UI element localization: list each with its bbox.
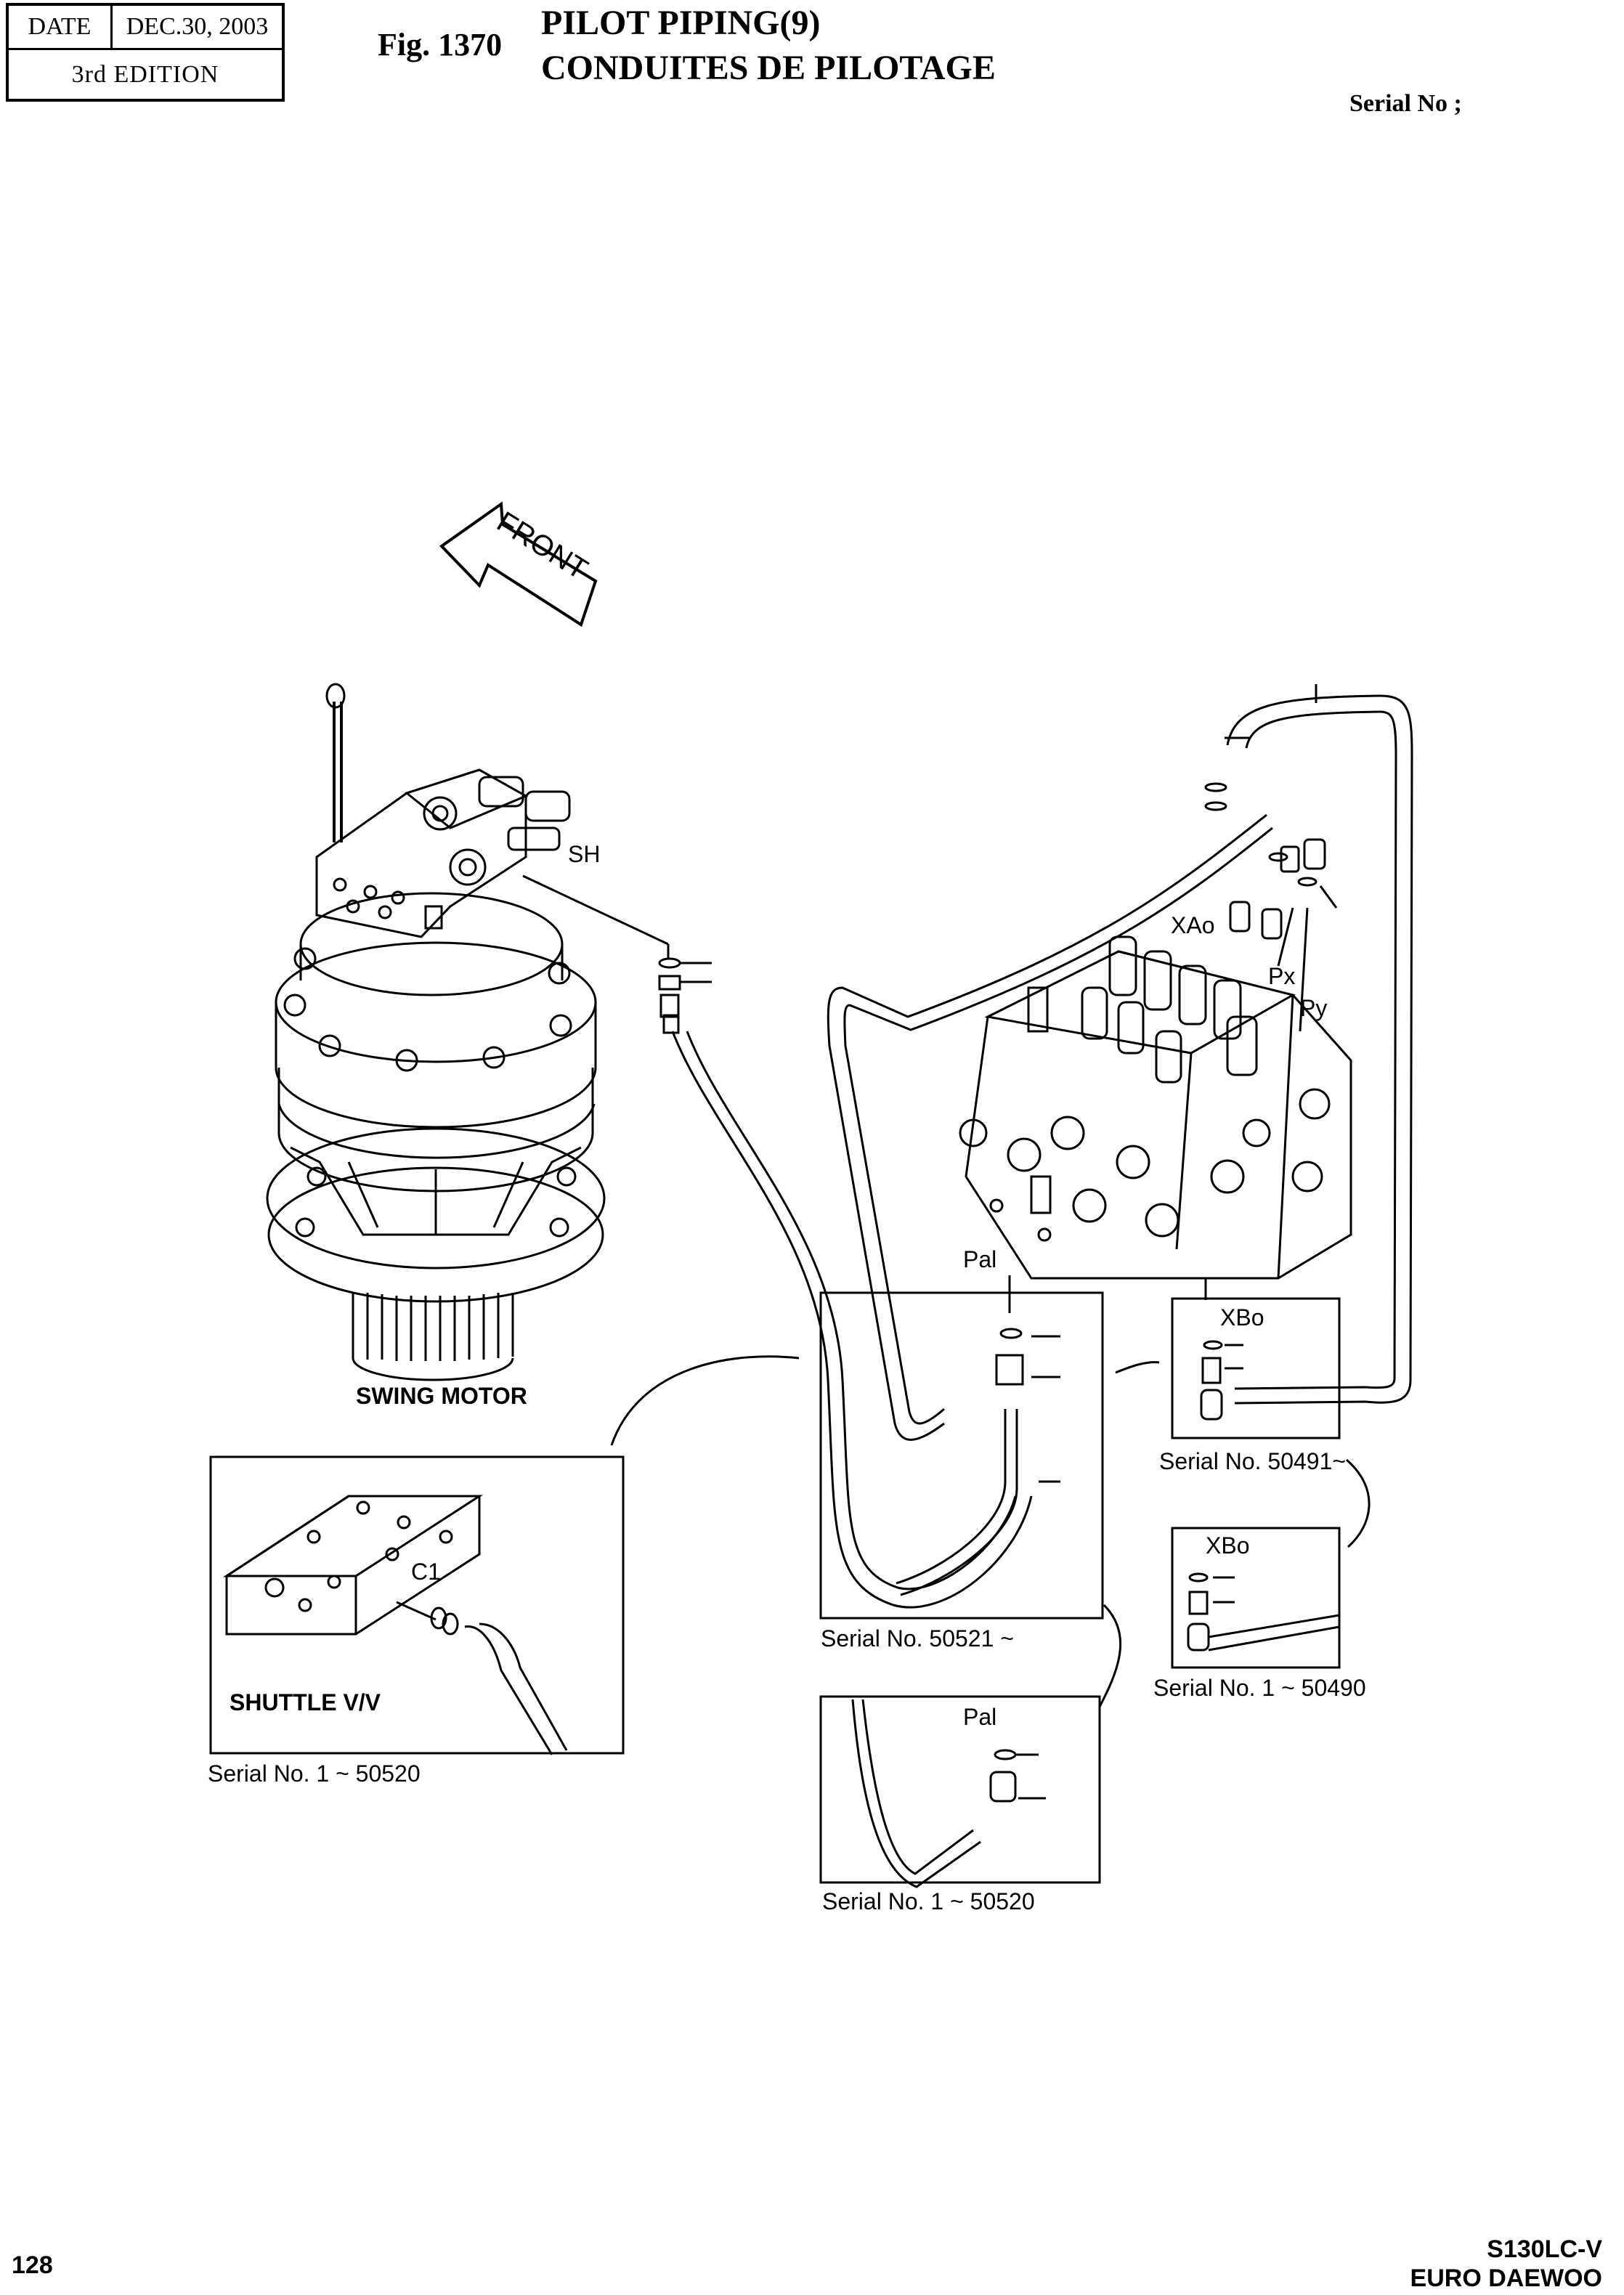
- brand-name: EURO DAEWOO: [1410, 2264, 1602, 2292]
- sh-hose-drawing: [658, 957, 1033, 1609]
- xao-hose-drawing: [827, 684, 1413, 1441]
- port-label-pal-inset: Pal: [963, 1704, 997, 1730]
- port-label-xbo-inset: XBo: [1206, 1532, 1250, 1559]
- front-arrow-icon: FRONT: [439, 501, 598, 627]
- shuttle-valve-label: SHUTTLE V/V: [230, 1689, 381, 1715]
- port-label-py: Py: [1300, 995, 1328, 1021]
- figure-number: Fig. 1370: [378, 27, 503, 62]
- serial-note-xbo-small: Serial No. 1 ~ 50490: [1153, 1675, 1366, 1701]
- serial-note-pal-main: Serial No. 50521 ~: [821, 1625, 1014, 1652]
- model-name: S130LC-V: [1487, 2235, 1602, 2263]
- pal-small-inset: [819, 1695, 1101, 1888]
- port-label-xao: XAo: [1171, 912, 1215, 938]
- xbo-small-inset: [1171, 1527, 1341, 1669]
- pal-main-inset: [819, 1291, 1160, 1707]
- serial-note-shuttle: Serial No. 1 ~ 50520: [208, 1760, 421, 1787]
- port-label-xbo: XBo: [1220, 1304, 1264, 1331]
- page-subtitle: CONDUITES DE PILOTAGE: [541, 49, 996, 87]
- swing-motor-label: SWING MOTOR: [356, 1383, 527, 1409]
- port-label-pal: Pal: [963, 1246, 997, 1272]
- date-row: [9, 6, 282, 50]
- edition-info-box: DATE DEC.30, 2003 3rd EDITION: [6, 3, 285, 102]
- swing-motor-drawing: [266, 683, 670, 1381]
- serial-number-label: Serial No ;: [1349, 90, 1462, 117]
- port-label-c1: C1: [411, 1559, 441, 1585]
- shuttle-valve-inset: [209, 1355, 800, 1755]
- port-label-sh: SH: [568, 841, 601, 867]
- date-value: DEC.30, 2003: [126, 13, 269, 40]
- port-label-px: Px: [1268, 963, 1296, 989]
- serial-note-xbo-main: Serial No. 50491~: [1159, 1448, 1347, 1474]
- page-title: PILOT PIPING(9): [541, 4, 821, 42]
- xbo-main-inset: [1171, 1297, 1371, 1548]
- control-valve-drawing: [959, 838, 1352, 1313]
- serial-note-pal-small: Serial No. 1 ~ 50520: [822, 1888, 1035, 1914]
- page-number: 128: [12, 2251, 53, 2279]
- edition-label: 3rd EDITION: [71, 60, 219, 88]
- date-label: DATE: [9, 6, 113, 48]
